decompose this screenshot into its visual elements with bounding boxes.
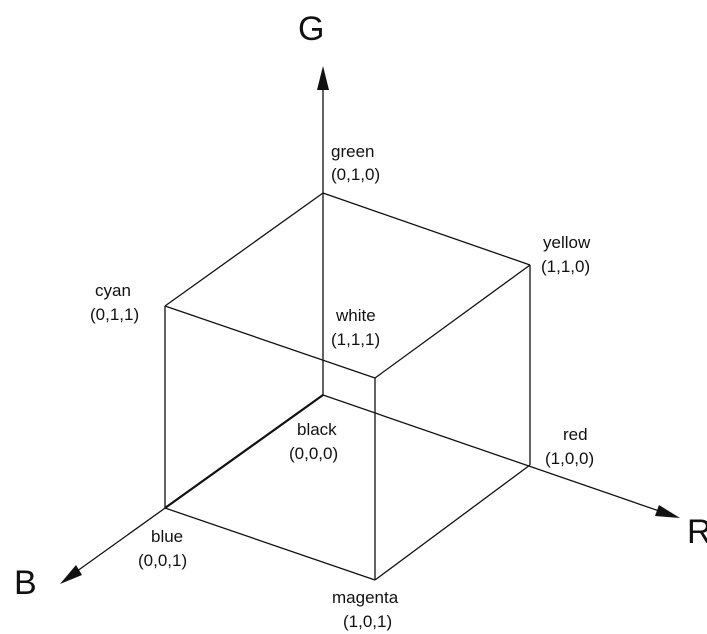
edge-green-yellow bbox=[322, 192, 531, 266]
vertex-name: blue bbox=[151, 527, 183, 546]
vertex-label-cyan: cyan (0,1,1) bbox=[90, 281, 139, 324]
vertex-label-yellow: yellow (1,1,0) bbox=[541, 233, 591, 276]
vertex-coords: (1,1,0) bbox=[541, 257, 590, 276]
vertex-name: magenta bbox=[332, 588, 399, 607]
r-axis-label: R bbox=[687, 513, 707, 551]
vertex-name: white bbox=[335, 306, 376, 325]
vertex-name: red bbox=[563, 425, 588, 444]
vertex-name: yellow bbox=[543, 233, 591, 252]
vertex-coords: (0,0,1) bbox=[138, 551, 187, 570]
vertex-label-black: black (0,0,0) bbox=[289, 420, 338, 463]
vertex-label-white: white (1,1,1) bbox=[331, 306, 380, 349]
g-axis-arrowhead bbox=[317, 66, 329, 90]
vertex-label-magenta: magenta (1,0,1) bbox=[332, 588, 399, 631]
vertex-coords: (0,0,0) bbox=[289, 444, 338, 463]
vertex-label-blue: blue (0,0,1) bbox=[138, 527, 187, 570]
vertex-label-green: green (0,1,0) bbox=[331, 142, 380, 184]
g-axis-label: G bbox=[298, 10, 324, 48]
edge-blue-magenta bbox=[164, 507, 376, 581]
vertex-label-red: red (1,0,0) bbox=[545, 425, 594, 468]
cube-edges bbox=[164, 192, 531, 581]
vertex-coords: (1,1,1) bbox=[331, 330, 380, 349]
edge-black-blue bbox=[164, 394, 324, 509]
r-axis-arrowhead bbox=[655, 505, 680, 518]
edge-cyan-white bbox=[164, 305, 376, 379]
b-axis-arrowhead bbox=[60, 565, 82, 584]
vertex-coords: (1,0,1) bbox=[343, 612, 392, 631]
b-axis-label: B bbox=[14, 564, 37, 602]
vertex-coords: (0,1,0) bbox=[331, 165, 380, 184]
vertex-coords: (1,0,0) bbox=[545, 449, 594, 468]
edge-red-magenta bbox=[374, 464, 531, 581]
vertex-name: black bbox=[297, 420, 337, 439]
vertex-name: cyan bbox=[95, 281, 131, 300]
edge-green-cyan bbox=[164, 192, 324, 307]
edge-yellow-white bbox=[374, 264, 531, 379]
r-axis-line bbox=[322, 394, 666, 514]
vertex-coords: (0,1,1) bbox=[90, 305, 139, 324]
vertex-name: green bbox=[331, 142, 374, 161]
